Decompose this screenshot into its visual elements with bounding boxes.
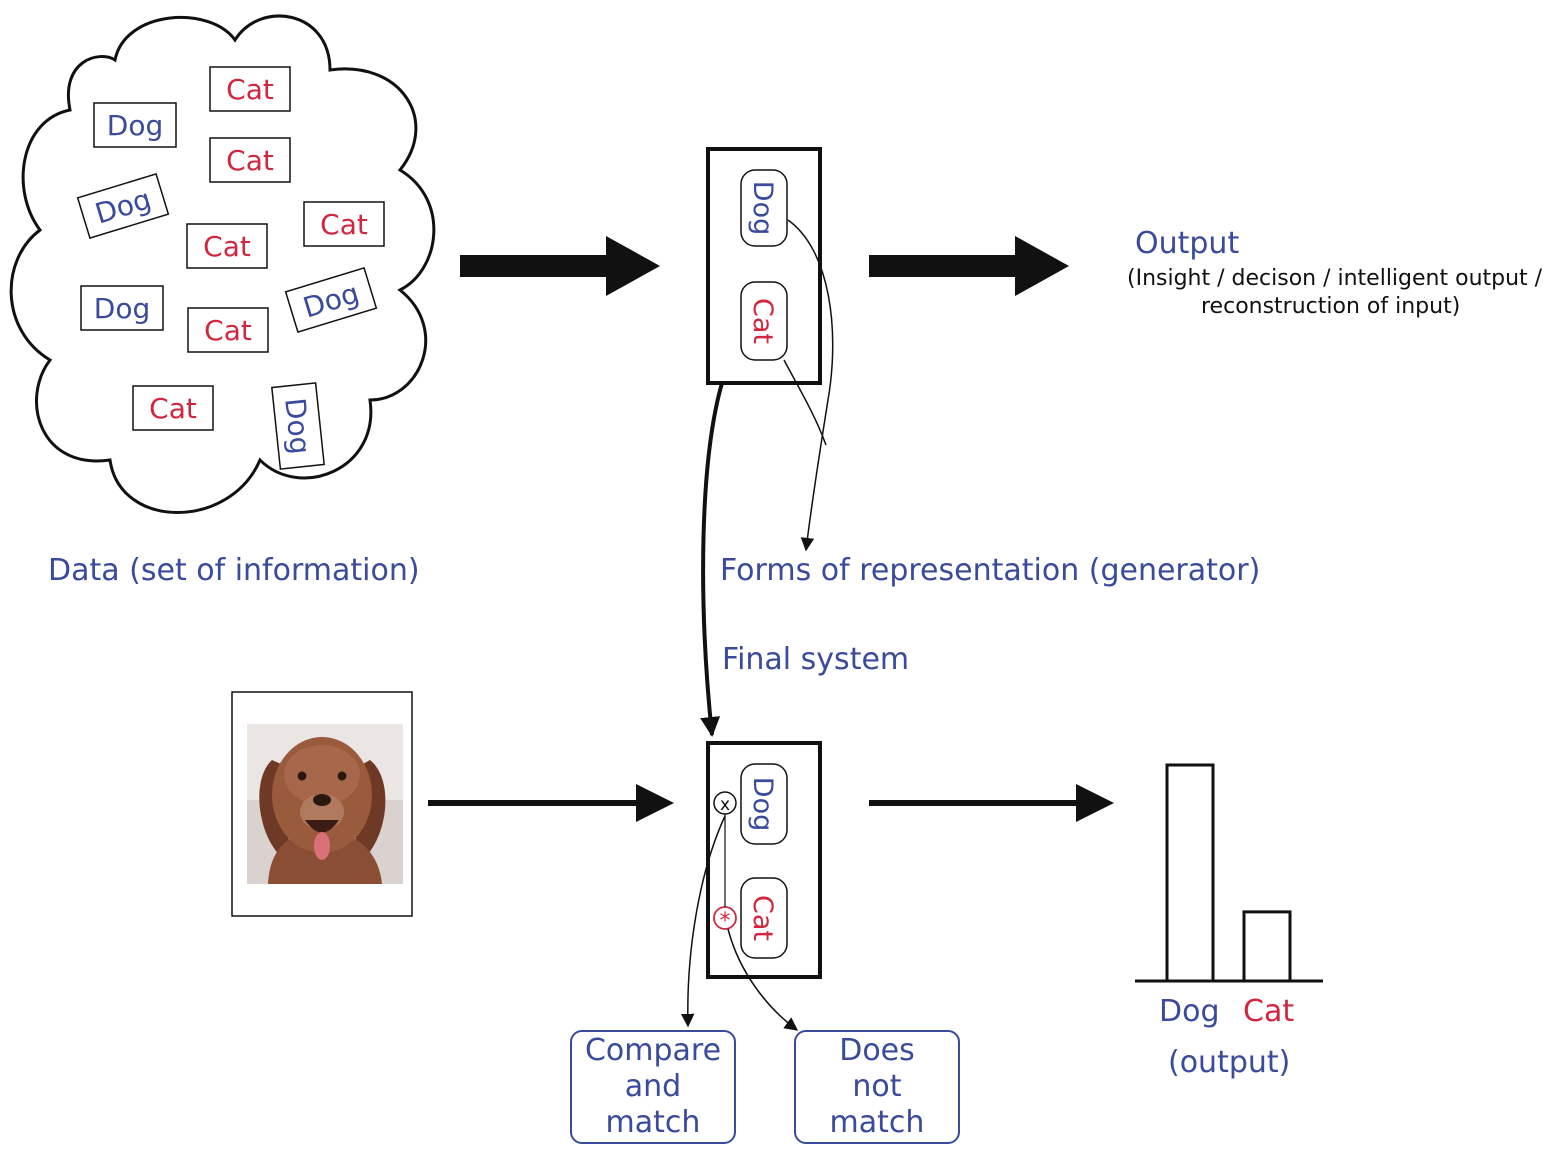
cloud-tag-box (209, 66, 291, 112)
cloud-tag-cat: Cat (132, 385, 214, 431)
cloud-tag-box (303, 201, 385, 247)
nomatch-marker: * (720, 909, 731, 934)
cloud-tag-dog: Dog (271, 382, 325, 470)
compare-box-line-1: Compare (584, 1033, 722, 1068)
cloud-tag-label: Cat (226, 144, 274, 177)
cloud-tag-cat: Cat (303, 201, 385, 247)
cloud-tag-label: Dog (278, 396, 317, 456)
output-subtitle-line-1: (Insight / decison / intelligent output … (1127, 266, 1543, 291)
cloud-tag-box (187, 307, 269, 353)
photo-to-final-system-arrow (428, 784, 674, 822)
cloud-tag-label: Cat (320, 208, 368, 241)
generator-caption: Forms of representation (generator) (720, 553, 1261, 588)
compare-box-line-2: and (624, 1069, 682, 1104)
cloud-tag-label: Dog (107, 109, 163, 142)
cloud-tag-dog: Dog (76, 172, 170, 240)
final-system-to-output-arrow (869, 784, 1114, 822)
result-dog-label: Dog (1159, 994, 1220, 1029)
cloud-tag-label: Dog (299, 276, 363, 324)
generator-cat-connector (783, 359, 827, 446)
generator-dog-connector (787, 219, 834, 552)
cloud-tag-box (186, 223, 268, 269)
final-dog-pill (740, 763, 788, 845)
cloud-tag-box (93, 102, 177, 148)
nomatch-box-line-3: match (829, 1105, 925, 1140)
generator-cat-label: Cat (747, 298, 778, 344)
result-cat-label: Cat (1243, 994, 1295, 1029)
generator-dog-label: Dog (747, 181, 778, 235)
cloud-tag-cat: Cat (209, 137, 291, 183)
cloud-tag-box (80, 285, 164, 331)
generator-to-final-system-arrow (700, 382, 724, 737)
result-bar-dog (1165, 763, 1215, 983)
cloud-tag-box (132, 385, 214, 431)
cloud-tag-cat: Cat (186, 223, 268, 269)
generator-to-output-arrow (869, 236, 1069, 296)
data-to-generator-arrow (460, 236, 660, 296)
nomatch-box-line-2: not (852, 1069, 902, 1104)
cloud-tag-label: Dog (91, 182, 155, 230)
compare-box-line-3: match (605, 1105, 701, 1140)
output-subtitle-line-2: reconstruction of input) (1201, 294, 1461, 319)
final-cat-label: Cat (747, 895, 778, 941)
final-dog-label: Dog (747, 777, 778, 831)
cloud-tag-cat: Cat (187, 307, 269, 353)
cloud-tag-label: Cat (204, 314, 252, 347)
cloud-tag-dog: Dog (93, 102, 177, 148)
final-cat-pill (740, 877, 788, 959)
result-bar-cat (1242, 910, 1292, 983)
cloud-tag-cat: Cat (209, 66, 291, 112)
cloud-tag-dog: Dog (80, 285, 164, 331)
result-bar-chart (1165, 763, 1292, 983)
compare-and-match-box: Compare and match (570, 1030, 736, 1144)
nomatch-connector (727, 928, 799, 1031)
match-connector (680, 815, 726, 1028)
cloud-tag-label: Cat (149, 392, 197, 425)
nomatch-box-line-1: Does (839, 1033, 915, 1068)
cloud-tag-dog: Dog (284, 266, 378, 334)
cloud-tag-box (76, 172, 170, 240)
cloud-tag-box (284, 266, 378, 334)
match-marker: x (720, 795, 730, 815)
generator-dog-pill (740, 169, 788, 247)
cloud-tag-box (209, 137, 291, 183)
output-title: Output (1135, 226, 1240, 261)
cloud-tag-label: Cat (203, 230, 251, 263)
final-system-caption: Final system (722, 642, 910, 677)
cloud-tag-label: Dog (94, 292, 150, 325)
data-cloud (9, 14, 436, 514)
cloud-tag-box (271, 382, 325, 470)
dog-photo-icon (247, 724, 403, 884)
does-not-match-box: Does not match (794, 1030, 960, 1144)
result-caption: (output) (1168, 1045, 1291, 1080)
data-caption: Data (set of information) (48, 553, 420, 588)
generator-cat-pill (740, 281, 788, 361)
cloud-tag-label: Cat (226, 73, 274, 106)
